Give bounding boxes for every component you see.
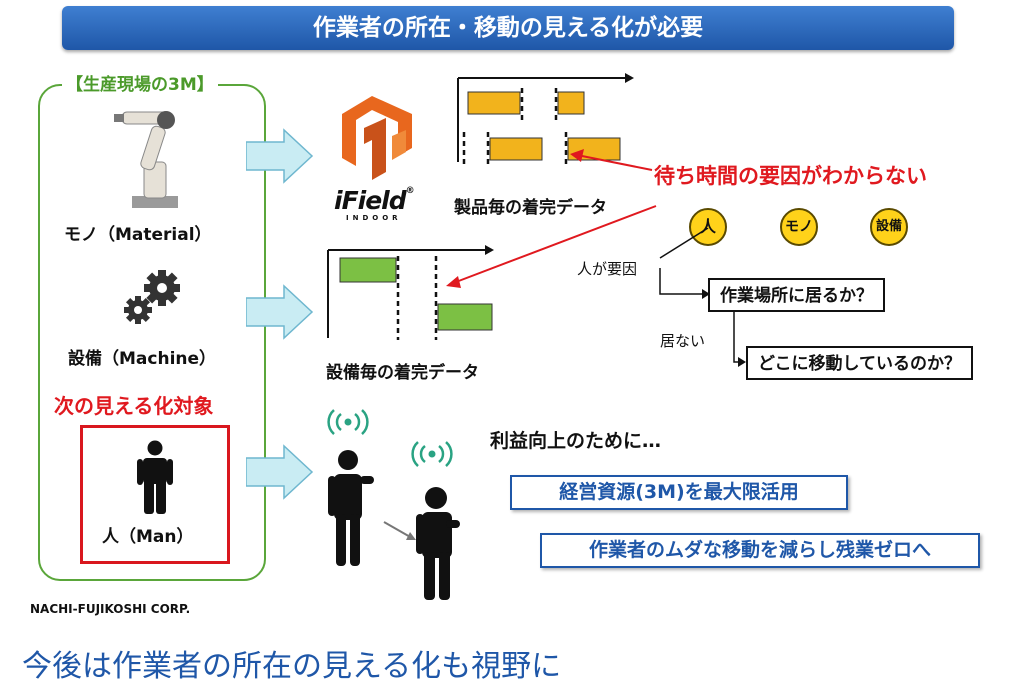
man-label: 人（Man） [102, 527, 194, 547]
factor-circle-material: モノ [780, 208, 818, 246]
company-name: NACHI-FUJIKOSHI CORP. [30, 602, 191, 616]
profit-heading: 利益向上のために… [490, 430, 662, 452]
flow-arrowhead [702, 289, 710, 299]
factor-circle-person: 人 [689, 208, 727, 246]
man-box [80, 425, 230, 564]
red-pointer-arrows [446, 149, 657, 288]
profit-item-movement: 作業者のムダな移動を減らし残業ゼロへ [540, 533, 980, 568]
product-bar [467, 91, 521, 115]
three-m-title: 【生産現場の3M】 [62, 70, 218, 95]
ifield-logo-icon [342, 96, 412, 180]
red-arrowhead [446, 276, 461, 288]
workers-illustration [327, 409, 460, 600]
flow-line [733, 312, 738, 363]
red-arrowhead [570, 149, 584, 162]
machine-label: 設備（Machine） [68, 349, 217, 369]
person-icon [137, 440, 173, 514]
red-arrow-to-equipment [455, 205, 657, 283]
equipment-bar [437, 303, 493, 331]
human-cause-label: 人が要因 [577, 260, 638, 278]
gear-icon [124, 270, 180, 324]
next-target-label: 次の見える化対象 [54, 394, 214, 418]
ifield-logo-main: iField [334, 186, 407, 215]
product-chart-caption: 製品毎の着完データ [454, 198, 607, 218]
profit-item-resources: 経営資源(3M)を最大限活用 [510, 475, 848, 510]
slide-caption: 今後は作業者の所在の見える化も視野に [22, 649, 562, 684]
material-label: モノ（Material） [64, 225, 212, 245]
ifield-logo-text: iField® [334, 186, 415, 215]
ifield-logo-sub: INDOOR [346, 214, 402, 222]
equipment-chart-caption: 設備毎の着完データ [326, 363, 479, 383]
question-at-workplace: 作業場所に居るか？ [708, 278, 885, 312]
flow-line [659, 228, 709, 259]
ifield-logo-reg: ® [405, 186, 415, 196]
factor-circle-equipment: 設備 [870, 208, 908, 246]
arrow-right-icon [246, 128, 314, 184]
arrow-right-icon [246, 444, 314, 500]
title-banner: 作業者の所在・移動の見える化が必要 [62, 6, 954, 50]
flow-connectors [659, 228, 746, 367]
robot-arm-icon [114, 111, 178, 208]
flow-arrowhead [738, 357, 746, 367]
product-chart-arrowhead [625, 73, 634, 83]
flow-line [659, 268, 702, 295]
equipment-bar [339, 257, 397, 283]
arrow-right-icon [246, 284, 314, 340]
equipment-chart [327, 245, 494, 340]
question-where-moving: どこに移動しているのか？ [746, 346, 973, 380]
product-bar [557, 91, 585, 115]
not-there-label: 居ない [660, 332, 706, 350]
product-chart [457, 73, 634, 168]
product-bar [489, 137, 543, 161]
wait-reason-label: 待ち時間の要因がわからない [654, 164, 927, 188]
equipment-chart-arrowhead [485, 245, 494, 255]
red-arrow-to-product [581, 155, 653, 171]
